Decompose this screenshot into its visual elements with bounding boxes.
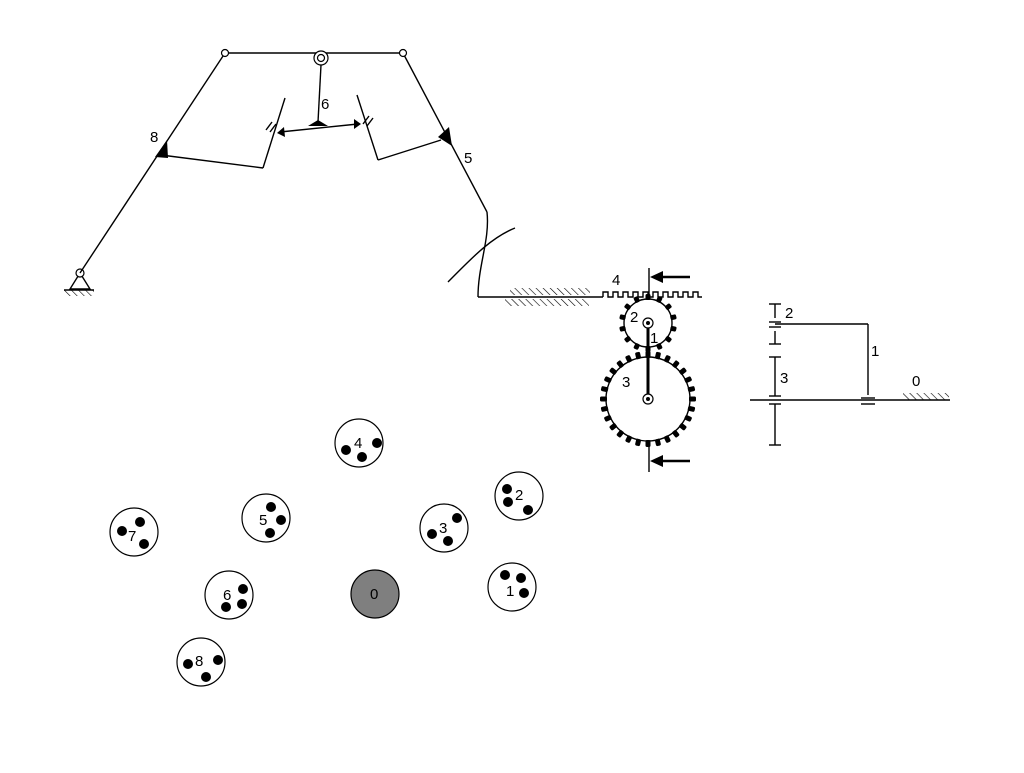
gear-tooth bbox=[656, 343, 663, 350]
gear-tooth bbox=[600, 386, 609, 393]
right-slider-arm bbox=[356, 94, 452, 161]
gear-tooth bbox=[625, 435, 632, 443]
gear-tooth bbox=[609, 423, 617, 431]
node-graph: 0 1 2 3 4 5 6 bbox=[109, 418, 544, 687]
node-label-2: 2 bbox=[515, 487, 523, 504]
gear-tooth bbox=[656, 296, 663, 303]
cam-outer-arc bbox=[447, 227, 516, 283]
top-pivot bbox=[220, 48, 408, 66]
gear-tooth bbox=[633, 343, 640, 350]
gear-tooth bbox=[689, 396, 696, 402]
node-4: 4 bbox=[334, 418, 384, 468]
node-label-4: 4 bbox=[354, 435, 362, 452]
gear-tooth bbox=[645, 440, 651, 447]
label-crank-1: 1 bbox=[650, 330, 658, 347]
node-label-7: 7 bbox=[128, 528, 136, 545]
gear-tooth bbox=[672, 360, 680, 368]
gear-train: 2 1 3 bbox=[600, 268, 696, 472]
gear-tooth bbox=[635, 438, 642, 447]
node-label-1: 1 bbox=[506, 583, 514, 600]
gear-tooth bbox=[609, 367, 617, 375]
node-label-3: 3 bbox=[439, 520, 447, 537]
gear-tooth bbox=[619, 314, 626, 321]
schematic-arm-1 bbox=[775, 323, 875, 405]
label-schematic-3: 3 bbox=[780, 370, 788, 387]
gear-tooth bbox=[665, 335, 672, 343]
label-gear-3: 3 bbox=[622, 374, 630, 391]
gear-tooth bbox=[616, 430, 624, 438]
gear-tooth bbox=[604, 376, 612, 383]
node-label-5: 5 bbox=[259, 512, 267, 529]
node-2: 2 bbox=[494, 471, 544, 521]
gear-tooth bbox=[619, 325, 626, 332]
schematic-member-3 bbox=[769, 356, 781, 446]
gear-tooth bbox=[654, 351, 661, 360]
ground-support bbox=[64, 268, 94, 296]
label-link-5: 5 bbox=[464, 150, 472, 167]
node-1: 1 bbox=[487, 562, 537, 612]
cam-profile bbox=[477, 211, 489, 298]
label-schematic-2: 2 bbox=[785, 305, 793, 322]
node-3: 3 bbox=[419, 503, 469, 553]
node-label-0: 0 bbox=[370, 586, 378, 603]
gear-tooth bbox=[664, 355, 671, 363]
node-7: 7 bbox=[109, 507, 159, 557]
gear-tooth bbox=[684, 415, 692, 422]
gear-tooth bbox=[672, 430, 680, 438]
gear-tooth bbox=[687, 386, 696, 393]
node-label-6: 6 bbox=[223, 587, 231, 604]
node-6: 6 bbox=[204, 570, 254, 620]
slider-guide bbox=[505, 288, 590, 306]
gear-tooth bbox=[664, 435, 671, 443]
label-link-6: 6 bbox=[321, 96, 329, 113]
label-schematic-0: 0 bbox=[912, 373, 920, 390]
gear-tooth bbox=[654, 438, 661, 447]
gear-tooth bbox=[604, 415, 612, 422]
linkage-mechanism: 8 6 5 4 bbox=[64, 48, 702, 306]
label-schematic-1: 1 bbox=[871, 343, 879, 360]
link-6 bbox=[317, 64, 322, 123]
gear-tooth bbox=[635, 351, 642, 360]
node-8: 8 bbox=[176, 637, 226, 687]
label-link-8: 8 bbox=[150, 129, 158, 146]
gear-tooth bbox=[600, 405, 609, 412]
node-label-8: 8 bbox=[195, 653, 203, 670]
gear-tooth bbox=[665, 303, 672, 311]
link-8 bbox=[79, 52, 226, 274]
gear-tooth bbox=[616, 360, 624, 368]
gear-tooth bbox=[633, 296, 640, 303]
gear-tooth bbox=[670, 325, 677, 332]
left-slider-arm bbox=[155, 97, 286, 169]
node-5: 5 bbox=[241, 493, 291, 543]
kinematic-schematic: 2 1 3 0 bbox=[750, 303, 950, 446]
cross-link bbox=[279, 123, 359, 133]
label-rack-4: 4 bbox=[612, 272, 620, 289]
rack-4 bbox=[602, 291, 702, 298]
schematic-member-2 bbox=[769, 303, 781, 345]
node-0: 0 bbox=[350, 569, 400, 619]
gear-tooth bbox=[624, 335, 631, 343]
gear-tooth bbox=[645, 294, 651, 300]
gear-tooth bbox=[600, 396, 607, 402]
arrow-left-top bbox=[650, 271, 690, 283]
gear-tooth bbox=[670, 314, 677, 321]
gear-tooth bbox=[625, 355, 632, 363]
gear-tooth bbox=[687, 405, 696, 412]
label-gear-2: 2 bbox=[630, 309, 638, 326]
gear-tooth bbox=[624, 303, 631, 311]
gear-tooth bbox=[679, 423, 687, 431]
arrow-left-bottom bbox=[650, 455, 690, 467]
gear-tooth bbox=[684, 376, 692, 383]
gear-tooth bbox=[679, 367, 687, 375]
